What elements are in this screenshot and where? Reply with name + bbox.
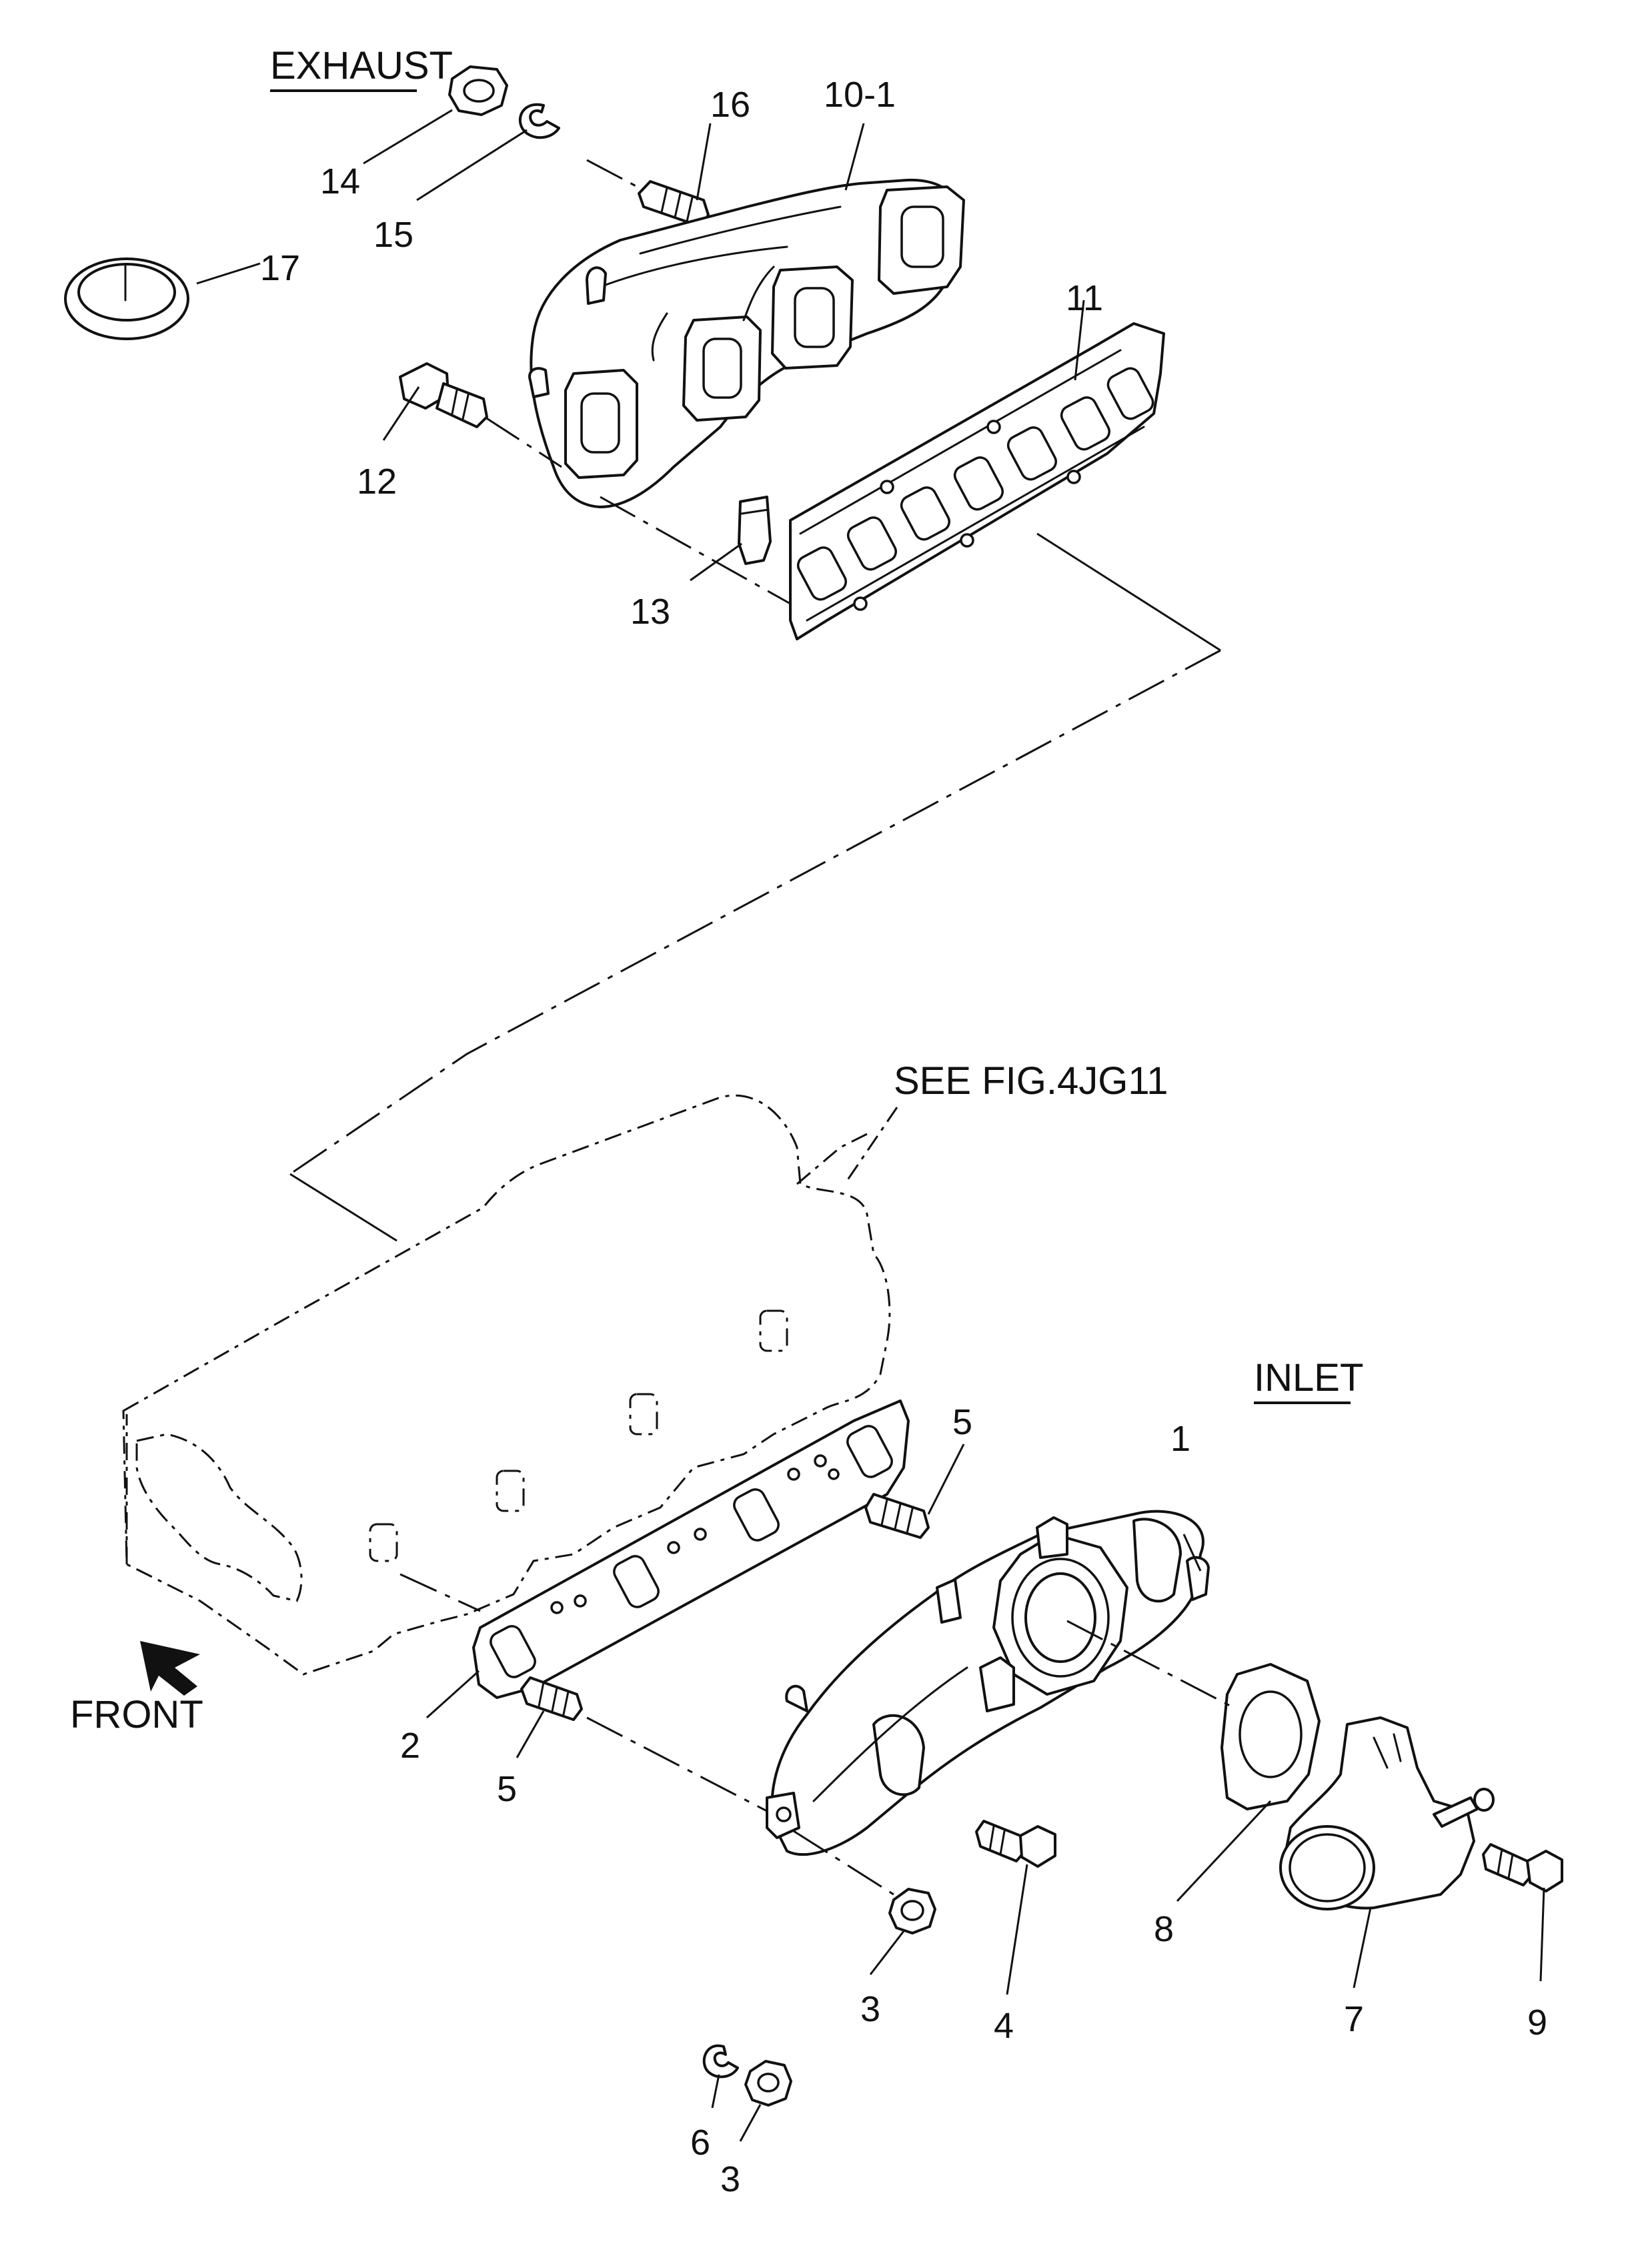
part-9-bolt <box>1482 1843 1563 1892</box>
part-1-inlet-manifold <box>766 1510 1210 1856</box>
inlet-section-title: INLET <box>1254 1356 1363 1404</box>
callout-16: 16 <box>710 85 750 125</box>
part-4-bolt <box>975 1820 1056 1868</box>
head-top-corner-line <box>289 1173 397 1242</box>
callout-8: 8 <box>1154 1909 1174 1949</box>
callout-3-upper: 3 <box>860 1989 880 2029</box>
inlet-head-axis <box>399 1573 481 1612</box>
front-arrow-icon <box>140 1641 200 1696</box>
exhaust-label: EXHAUST <box>270 44 453 87</box>
callout-7: 7 <box>1344 1999 1364 2039</box>
part-15-washer <box>518 103 560 139</box>
part-7-inlet-elbow <box>1279 1716 1495 1910</box>
part-2-inlet-gasket <box>472 1399 910 1699</box>
front-direction-label: FRONT <box>70 1693 203 1736</box>
part-5-stud-upper <box>864 1493 930 1539</box>
see-figure-reference: SEE FIG.4JG11 <box>894 1059 1168 1103</box>
part-5-stud-lower <box>520 1676 583 1721</box>
part-16-stud <box>638 180 710 228</box>
callout-6: 6 <box>690 2123 710 2163</box>
inlet-elbow-axis <box>1066 1620 1235 1709</box>
inlet-stud-axis <box>586 1716 768 1812</box>
exhaust-to-head-axis <box>289 649 1221 1175</box>
callout-2: 2 <box>400 1726 420 1766</box>
exhaust-bolt-axis <box>485 416 562 468</box>
callout-14: 14 <box>320 161 360 201</box>
part-14-nut <box>448 65 508 116</box>
part-10-1-exhaust-manifold <box>528 178 965 508</box>
exhaust-flange-axis <box>600 496 791 605</box>
callout-13: 13 <box>630 592 670 632</box>
callout-10-1: 10-1 <box>824 75 896 115</box>
inlet-label: INLET <box>1254 1356 1363 1399</box>
callout-11: 11 <box>1066 278 1103 318</box>
callout-17: 17 <box>260 248 300 288</box>
callout-5-lower: 5 <box>497 1769 517 1809</box>
inlet-nut-axis <box>793 1830 894 1896</box>
gasket-to-head-line <box>1036 532 1221 652</box>
part-13-dowel <box>738 496 772 565</box>
callout-15: 15 <box>373 215 414 255</box>
callout-1: 1 <box>1170 1419 1190 1459</box>
part-3-nut-lower <box>744 2060 792 2107</box>
part-11-exhaust-gasket <box>789 322 1165 640</box>
part-17-gasket-ring <box>64 257 189 340</box>
exhaust-stud-axis <box>586 159 644 191</box>
exhaust-section-title: EXHAUST <box>270 44 453 92</box>
part-8-flange-gasket <box>1220 1663 1321 1810</box>
cylinder-head-reference <box>122 1094 891 1676</box>
callout-5-upper: 5 <box>952 1402 972 1442</box>
reference-leader <box>846 1107 898 1181</box>
part-6-washer <box>702 2044 739 2079</box>
callout-12: 12 <box>357 462 397 502</box>
callout-9: 9 <box>1527 2003 1547 2043</box>
callout-3-lower: 3 <box>720 2159 740 2199</box>
callout-4: 4 <box>994 2006 1014 2046</box>
part-3-nut-upper <box>888 1888 936 1934</box>
